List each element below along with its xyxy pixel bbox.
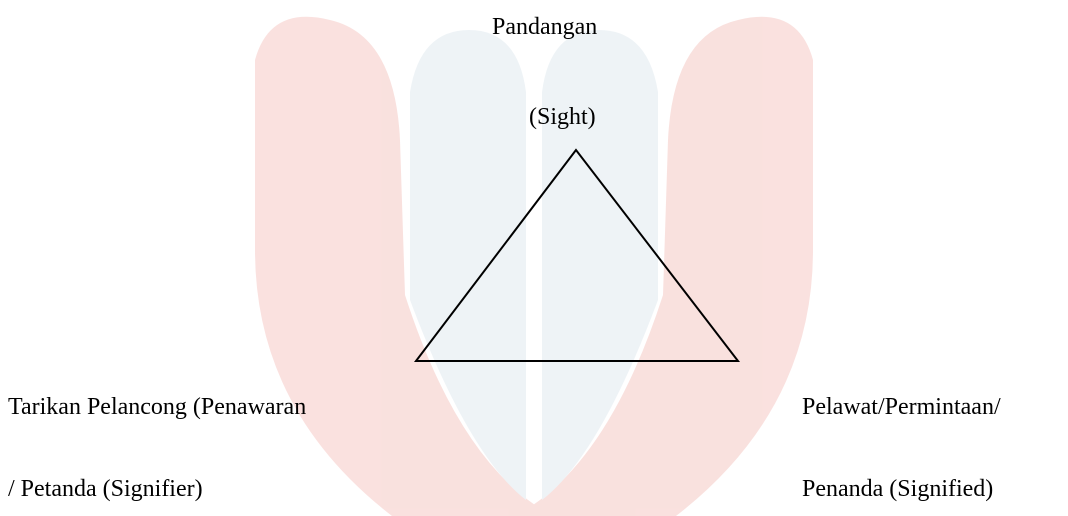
right-node-sublabel: Penanda (Signified) — [802, 476, 994, 502]
top-node-label: Pandangan — [492, 14, 598, 40]
watermark-right-red-arc — [533, 16, 813, 516]
watermark-right-blue-column — [542, 30, 658, 500]
triangle-shape — [413, 148, 741, 362]
left-node-label: Tarikan Pelancong (Penawaran — [8, 394, 307, 420]
watermark-left-red-arc — [255, 16, 535, 516]
watermark-left-blue-column — [410, 30, 526, 500]
left-node-sublabel: / Petanda (Signifier) — [8, 476, 203, 502]
right-node-label: Pelawat/Permintaan/ — [802, 394, 1001, 420]
top-node-sublabel: (Sight) — [529, 104, 596, 130]
